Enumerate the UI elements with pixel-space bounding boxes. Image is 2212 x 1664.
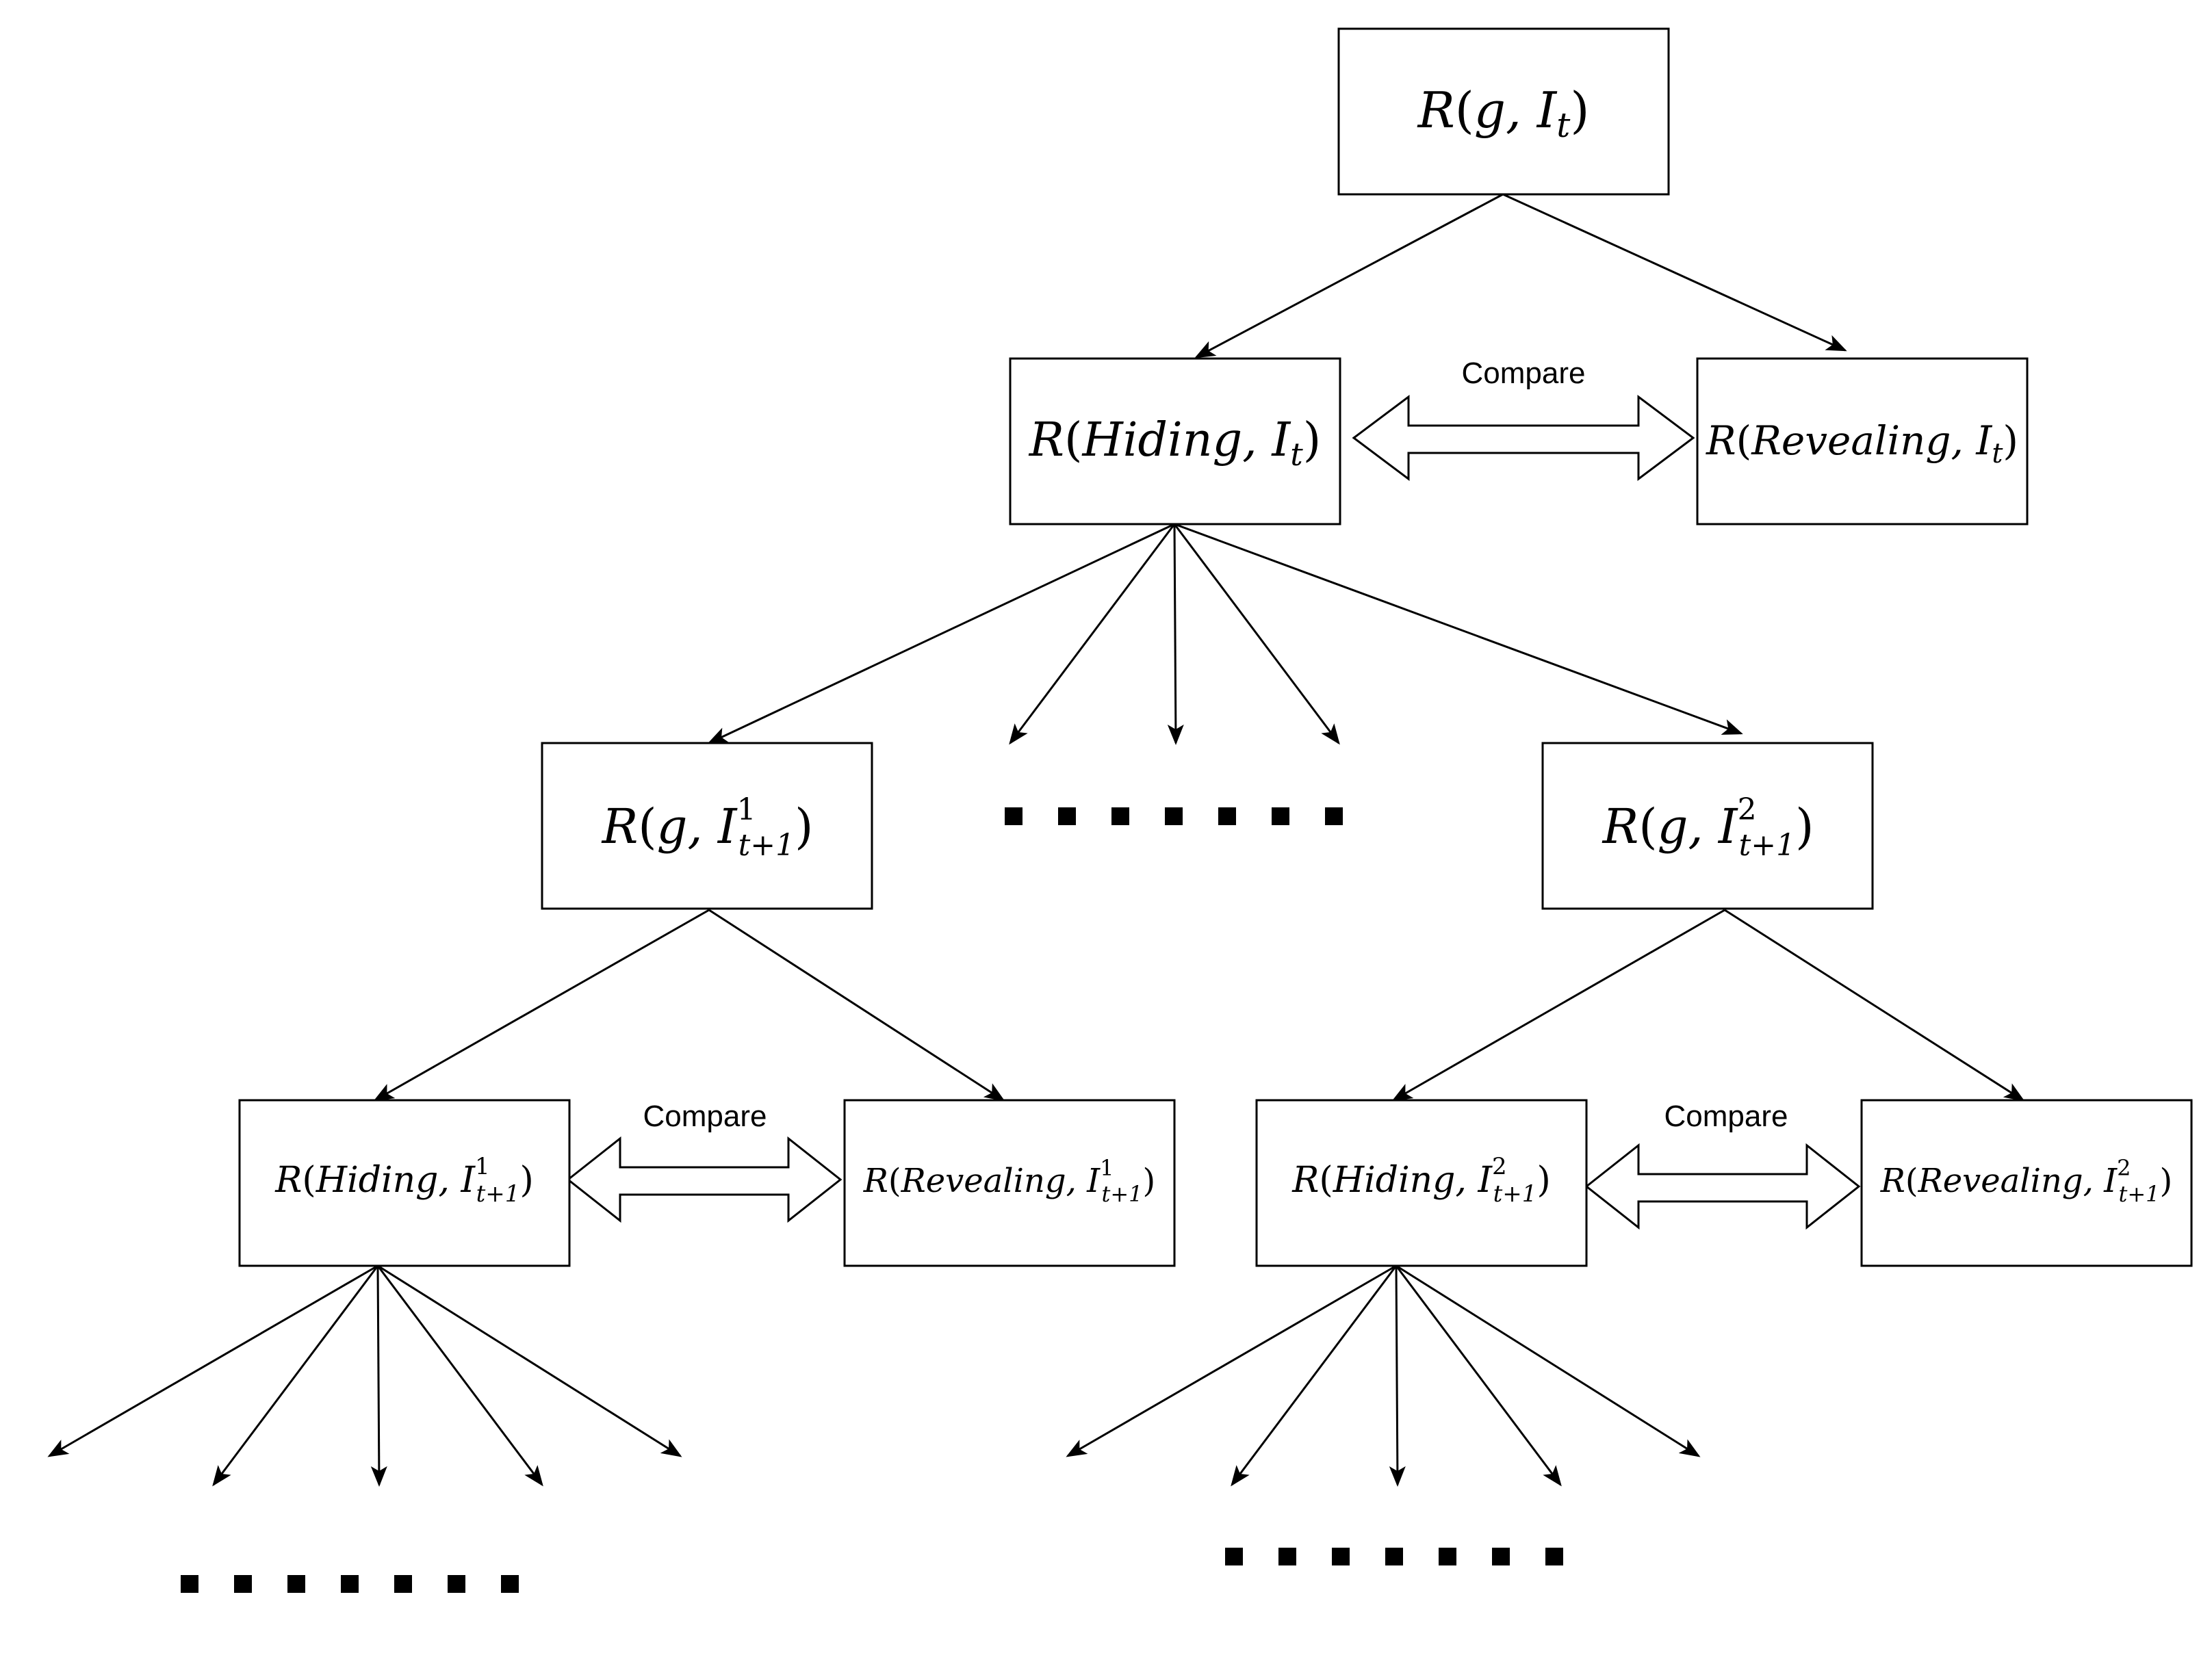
compare-right: Compare <box>1584 1100 1861 1230</box>
ellipsis-dot <box>341 1575 359 1593</box>
edge-hiding2-fan-1 <box>1066 1264 1397 1457</box>
edge-hiding-to-g1 <box>707 523 1175 744</box>
ellipsis-dot <box>448 1575 465 1593</box>
double-arrow-icon <box>566 1136 843 1223</box>
double-arrow-icon <box>1352 395 1695 481</box>
ellipsis-dot <box>234 1575 252 1593</box>
edge-g1-to-revealing1 <box>708 909 1005 1102</box>
compare-label: Compare <box>643 1100 767 1133</box>
edge-hiding1-fan-4 <box>376 1265 543 1487</box>
ellipsis-dot <box>1325 807 1343 825</box>
ellipsis-dot <box>1058 807 1076 825</box>
node-label: R(Hiding, It) <box>1028 413 1322 473</box>
edge-hiding1-fan-3 <box>370 1265 387 1487</box>
edge-hiding-to-branch-b <box>1167 523 1184 745</box>
ellipsis-dot <box>1545 1548 1563 1565</box>
ellipsis-dot <box>1218 807 1236 825</box>
compare-left: Compare <box>566 1100 843 1223</box>
ellipsis-dot <box>1439 1548 1456 1565</box>
node-revealing-t: R(Revealing, It) <box>1696 357 2029 525</box>
node-hiding-t: R(Hiding, It) <box>1009 357 1341 525</box>
ellipsis-dot <box>1111 807 1129 825</box>
ellipsis-dot <box>1225 1548 1243 1565</box>
edge-hiding2-fan-2 <box>1231 1265 1398 1487</box>
edge-hiding2-fan-3 <box>1389 1265 1406 1487</box>
ellipsis-dot <box>1278 1548 1296 1565</box>
ellipsis-dot <box>1492 1548 1510 1565</box>
edge-hiding1-fan-5 <box>377 1264 682 1457</box>
edge-root-to-revealing <box>1502 193 1847 352</box>
compare-top: Compare <box>1352 356 1695 481</box>
ellipsis-dot <box>1385 1548 1403 1565</box>
ellipsis-dot <box>287 1575 305 1593</box>
edge-hiding1-fan-1 <box>47 1264 378 1457</box>
edge-root-to-hiding <box>1194 193 1504 359</box>
edge-hiding-to-branch-c <box>1173 523 1340 745</box>
ellipsis-dot <box>1005 807 1023 825</box>
ellipsis-bottom-right <box>1225 1548 1563 1565</box>
node-label: R(Revealing, It) <box>1706 417 2018 469</box>
ellipsis-bottom-left <box>181 1575 519 1593</box>
compare-label: Compare <box>1462 356 1586 390</box>
compare-label: Compare <box>1664 1100 1788 1133</box>
edge-hiding1-fan-2 <box>212 1265 379 1487</box>
edge-hiding2-fan-5 <box>1396 1264 1701 1457</box>
edge-g2-to-revealing2 <box>1724 909 2025 1102</box>
ellipsis-middle <box>1005 807 1343 825</box>
edge-hiding-to-branch-a <box>1009 523 1176 745</box>
ellipsis-dot <box>1165 807 1183 825</box>
node-label: R(g, It) <box>1417 81 1590 145</box>
double-arrow-icon <box>1584 1143 1861 1230</box>
edge-g1-to-hiding1 <box>373 909 710 1102</box>
edge-hiding2-fan-4 <box>1395 1265 1562 1487</box>
ellipsis-dot <box>181 1575 198 1593</box>
ellipsis-dot <box>1332 1548 1350 1565</box>
edge-g2-to-hiding2 <box>1391 909 1725 1102</box>
edge-hiding-to-g2 <box>1174 523 1743 735</box>
node-root: R(g, It) <box>1337 27 1670 196</box>
ellipsis-dot <box>394 1575 412 1593</box>
ellipsis-dot <box>1272 807 1289 825</box>
ellipsis-dot <box>501 1575 519 1593</box>
edges <box>47 193 2025 1487</box>
